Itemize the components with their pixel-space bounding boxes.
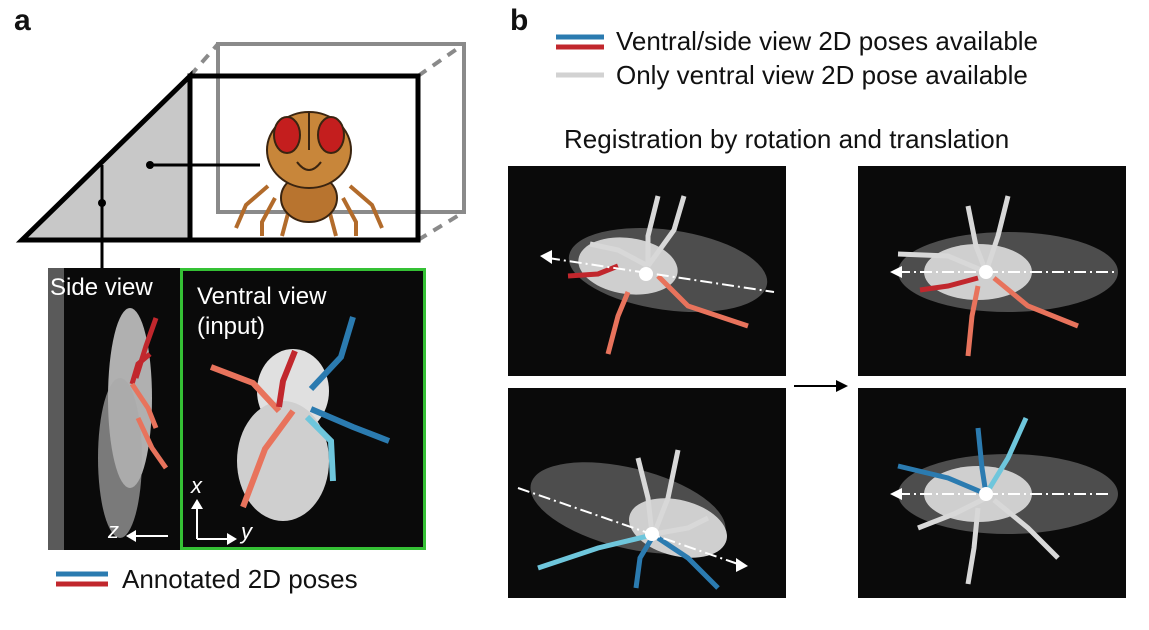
side-pose-red-2 bbox=[129, 352, 152, 385]
legend-1-swatch bbox=[556, 34, 604, 50]
fly-cartoon-icon bbox=[234, 111, 384, 237]
ventral-pose-red bbox=[276, 349, 298, 408]
fly-top-before-image bbox=[508, 166, 786, 376]
apparatus-schematic bbox=[15, 42, 466, 268]
ventral-view-label-line2: (input) bbox=[197, 313, 266, 340]
ventral-view-image: Ventral view (input) x y bbox=[180, 268, 426, 550]
side-view-image: Side view z bbox=[48, 268, 180, 550]
axis-x-label: x bbox=[191, 473, 202, 498]
axis-z-arrow-icon bbox=[126, 530, 168, 542]
panel-a-letter: a bbox=[14, 4, 31, 37]
legend-2-label: Only ventral view 2D pose available bbox=[616, 60, 1028, 90]
legend-2-swatch bbox=[556, 72, 604, 78]
ventral-pose-blue-2 bbox=[309, 406, 391, 444]
axis-z-label: z bbox=[108, 518, 119, 543]
axis-xy-arrows-icon bbox=[191, 499, 237, 545]
fly-bottom-before-image bbox=[508, 388, 786, 598]
ventral-pose-salmon-2 bbox=[240, 409, 296, 509]
ventral-pose-lightblue bbox=[304, 414, 336, 482]
prism-mirror bbox=[15, 70, 193, 243]
fly-bottom-after-image bbox=[858, 388, 1126, 598]
ventral-view-label-line1: Ventral view bbox=[197, 283, 327, 310]
annotated-poses-legend-swatch bbox=[56, 571, 108, 587]
axis-y-label: y bbox=[241, 519, 252, 544]
front-box-outline bbox=[187, 73, 421, 243]
registration-title: Registration by rotation and translation bbox=[564, 124, 1010, 154]
fly-top-after-image bbox=[858, 166, 1126, 376]
side-pose-salmon-2 bbox=[135, 416, 169, 470]
side-pose-salmon-1 bbox=[129, 382, 159, 429]
annotated-poses-legend-label: Annotated 2D poses bbox=[122, 564, 358, 594]
panel-b-letter: b bbox=[510, 4, 529, 37]
ventral-pose-salmon-1 bbox=[209, 364, 282, 414]
side-view-label: Side view bbox=[50, 274, 153, 301]
back-box-outline bbox=[216, 42, 466, 214]
ventral-pose-blue-1 bbox=[308, 316, 356, 392]
legend-1-label: Ventral/side view 2D poses available bbox=[616, 26, 1039, 56]
registration-arrow-icon bbox=[794, 380, 848, 392]
